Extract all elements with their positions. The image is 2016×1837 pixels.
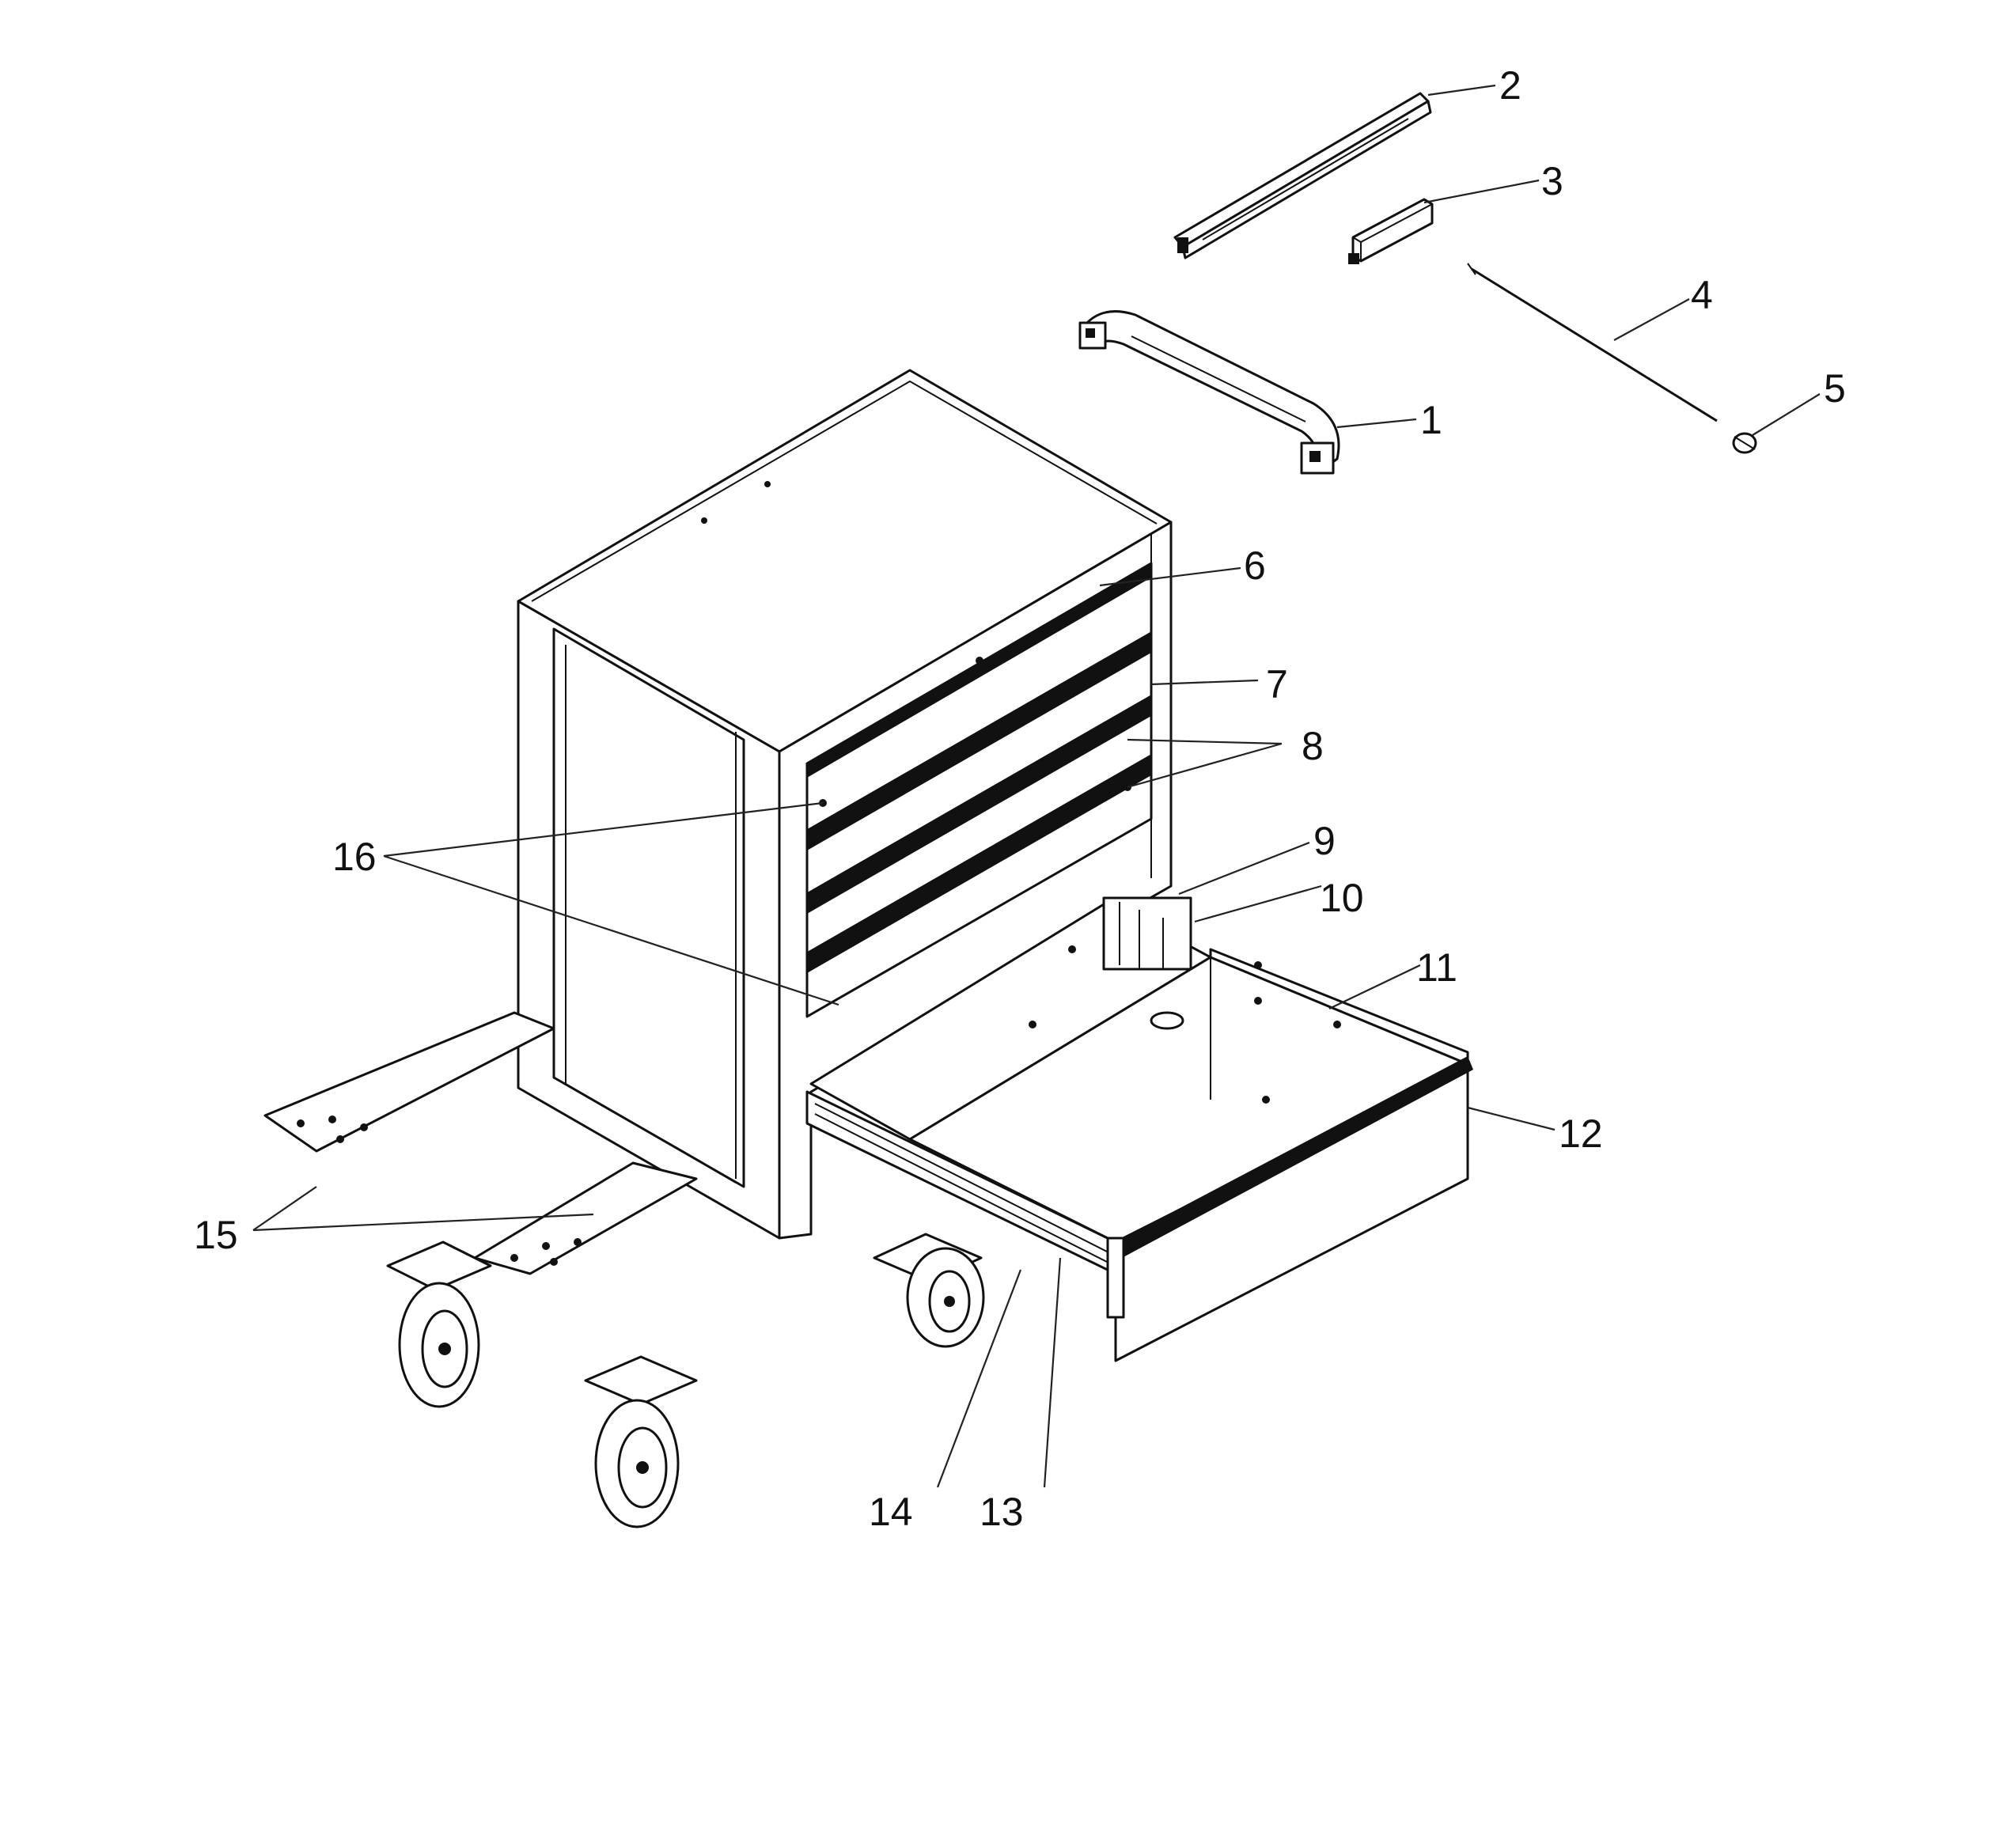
callout-5: 5 (1824, 366, 1846, 411)
callout-1: 1 (1420, 398, 1442, 442)
callout-16: 16 (332, 835, 377, 879)
leader-lines (252, 84, 1821, 1488)
callout-13: 13 (980, 1490, 1024, 1534)
callout-labels: 1 2 3 4 5 6 7 8 9 10 11 12 13 14 15 16 (194, 63, 1846, 1534)
caster-mounting-plates (263, 1011, 698, 1275)
callout-4: 4 (1691, 273, 1713, 317)
callout-10: 10 (1320, 876, 1364, 920)
callout-6: 6 (1244, 544, 1266, 588)
part-1-handle (1078, 310, 1340, 475)
callout-14: 14 (869, 1490, 913, 1534)
callout-3: 3 (1541, 159, 1563, 203)
drawer-fronts (805, 562, 1153, 1018)
caster-front-right (584, 1355, 698, 1528)
caster-rear (873, 1233, 985, 1348)
part-5-nut (1732, 432, 1757, 454)
callout-15: 15 (194, 1213, 238, 1257)
callout-9: 9 (1313, 819, 1336, 863)
part-3-bracket (1348, 198, 1434, 264)
callout-7: 7 (1266, 662, 1288, 706)
open-drawer (805, 896, 1473, 1362)
part-4-rod (1467, 263, 1718, 422)
caster-front-left (386, 1240, 492, 1408)
callout-8: 8 (1302, 724, 1324, 768)
callout-11: 11 (1416, 945, 1457, 990)
part-2-drawer-slide (1173, 92, 1432, 259)
callout-2: 2 (1499, 63, 1521, 108)
callout-12: 12 (1559, 1112, 1603, 1156)
